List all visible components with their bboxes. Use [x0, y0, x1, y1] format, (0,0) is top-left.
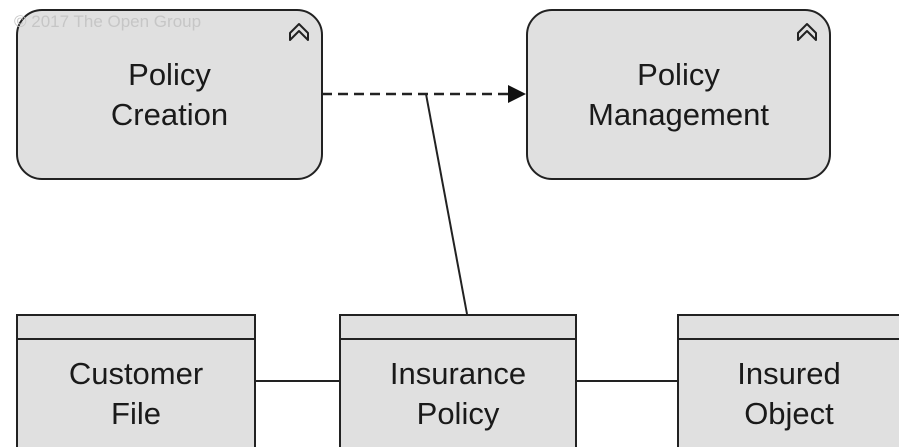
copyright-watermark: © 2017 The Open Group [14, 12, 202, 31]
object-header [18, 316, 254, 340]
object-header [679, 316, 899, 340]
policy-management-label: Policy Management [588, 56, 769, 132]
policy-management-process[interactable]: Policy Management [526, 9, 831, 180]
policy-creation-label: Policy Creation [110, 56, 229, 132]
chevron-up-icon [797, 23, 817, 41]
policy-creation-process[interactable]: Policy Creation [16, 9, 323, 180]
customer-file-object[interactable]: Customer File [16, 314, 256, 447]
insured-object-object[interactable]: Insured Object [677, 314, 899, 447]
insurance-policy-label: Insurance Policy [389, 355, 527, 431]
insured-object-label: Insured Object [737, 355, 841, 431]
customer-file-label: Customer File [68, 355, 204, 431]
object-header [341, 316, 575, 340]
association-connector-policy [425, 93, 468, 315]
insurance-policy-object[interactable]: Insurance Policy [339, 314, 577, 447]
triggering-arrowhead [508, 85, 526, 103]
chevron-up-icon [289, 23, 309, 41]
